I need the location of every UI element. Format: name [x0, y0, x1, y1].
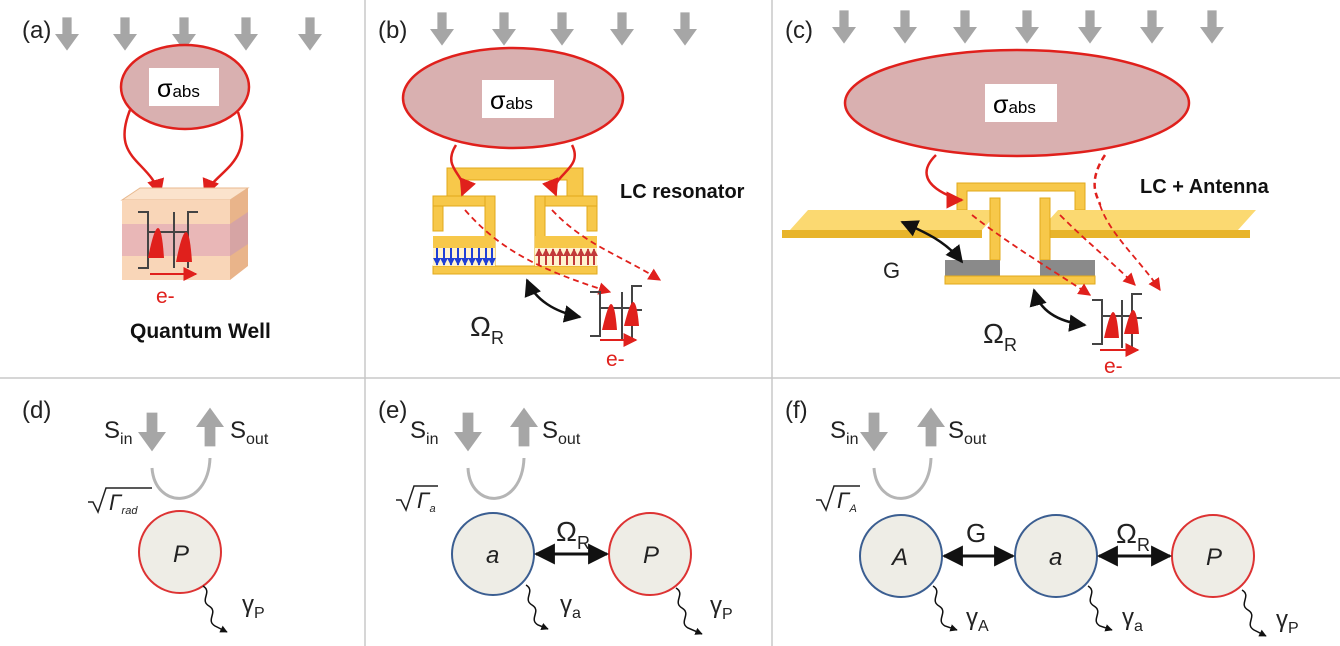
incident-arrows-c: [832, 10, 1224, 44]
output-arrow-d: [196, 407, 224, 447]
quantum-well-block: [120, 187, 250, 281]
sigma-abs-a: σabs: [157, 75, 200, 103]
s-in-d: Sin: [104, 417, 132, 448]
panel-c-tag: (c): [785, 17, 813, 44]
sqrt-gamma-a-f: ΓA: [837, 488, 857, 515]
node-a-label-e: a: [486, 542, 499, 569]
lc-antenna-label: LC + Antenna: [1140, 176, 1270, 198]
sigma-abs-c: σabs: [993, 91, 1036, 119]
output-arrow-f: [917, 407, 945, 447]
panel-d: (d) Sin Sout Γrad P γP: [22, 397, 269, 633]
antenna-coupling-arrow-c: [900, 220, 964, 264]
node-p-d: [138, 510, 222, 594]
rabi-coupling-arrow-b: [524, 278, 582, 323]
panel-c: (c) σabs LC + Ante: [782, 10, 1270, 378]
s-out-f: Sout: [948, 417, 987, 448]
panel-a: (a) σabs e- Quantum Well: [22, 17, 322, 343]
decay-p-e: [675, 587, 703, 635]
coupling-g-f: G: [966, 518, 986, 548]
field-line-b-left: [450, 144, 476, 197]
input-arrow-f: [860, 412, 888, 452]
decay-a-e: [525, 584, 549, 630]
radiative-coupling-loop-e: [466, 457, 526, 500]
sigma-abs-b: σabs: [490, 87, 533, 115]
field-line-b-right: [542, 144, 576, 197]
incident-arrows-b: [430, 12, 697, 46]
panel-a-tag: (a): [22, 17, 51, 44]
quantum-well-c: [1092, 293, 1142, 357]
node-p-label-e: P: [643, 542, 659, 569]
gamma-a-e: γa: [560, 591, 581, 622]
rabi-coupling-arrow-c: [1029, 288, 1087, 332]
decay-a-f: [1087, 585, 1113, 632]
panel-e: (e) Sin Sout Γa a P ΩR γa γP: [378, 397, 733, 635]
sqrt-gamma-a-e: Γa: [417, 488, 436, 515]
input-arrow-e: [454, 412, 482, 452]
node-p-label-f: P: [1206, 544, 1222, 571]
decay-p-d: [202, 585, 228, 633]
radiative-coupling-loop-f: [872, 457, 933, 500]
coupling-g-c: G: [883, 258, 900, 283]
panel-e-tag: (e): [378, 397, 407, 424]
node-antenna-label-f: A: [890, 544, 908, 571]
omega-r-e: ΩR: [556, 516, 590, 553]
field-line-a-right: [202, 111, 244, 197]
electron-label-c: e-: [1104, 355, 1123, 378]
omega-r-c: ΩR: [983, 318, 1017, 355]
s-in-e: Sin: [410, 417, 438, 448]
radiative-coupling-loop-d: [150, 457, 212, 500]
s-in-f: Sin: [830, 417, 858, 448]
field-line-a-left: [123, 109, 165, 197]
gamma-p-f: γP: [1276, 606, 1299, 637]
field-line-c-left: [925, 154, 964, 209]
node-a-label-f: a: [1049, 544, 1062, 571]
charge-arrows-positive: [535, 248, 598, 265]
omega-r-f: ΩR: [1116, 518, 1150, 555]
panel-f-tag: (f): [785, 397, 808, 424]
quantum-well-caption: Quantum Well: [130, 320, 271, 343]
field-line-c-right: [1093, 154, 1107, 206]
gamma-p-e: γP: [710, 592, 733, 623]
gamma-p-d: γP: [242, 591, 265, 622]
omega-r-b: ΩR: [470, 311, 504, 348]
lc-resonator: [432, 167, 598, 275]
panel-b-tag: (b): [378, 17, 407, 44]
decay-antenna-f: [932, 585, 958, 632]
panel-d-tag: (d): [22, 397, 51, 424]
panel-b: (b) σabs: [378, 12, 745, 371]
output-arrow-e: [510, 407, 538, 447]
sqrt-gamma-rad-d: Γrad: [109, 490, 138, 517]
panel-f: (f) Sin Sout ΓA A a P G ΩR γA γa γP: [785, 397, 1299, 637]
charge-arrows-negative: [433, 248, 496, 266]
lc-antenna: [782, 182, 1256, 285]
decay-p-f: [1241, 589, 1267, 637]
s-out-e: Sout: [542, 417, 581, 448]
electron-label-a: e-: [156, 285, 175, 308]
s-out-d: Sout: [230, 417, 269, 448]
input-arrow-d: [138, 412, 166, 452]
quantum-well-b: [590, 285, 642, 347]
lc-resonator-label: LC resonator: [620, 181, 745, 203]
gamma-antenna-f: γA: [966, 604, 989, 635]
node-p-label-d: P: [173, 541, 189, 568]
electron-label-b: e-: [606, 348, 625, 371]
gamma-a-f: γa: [1122, 604, 1143, 635]
